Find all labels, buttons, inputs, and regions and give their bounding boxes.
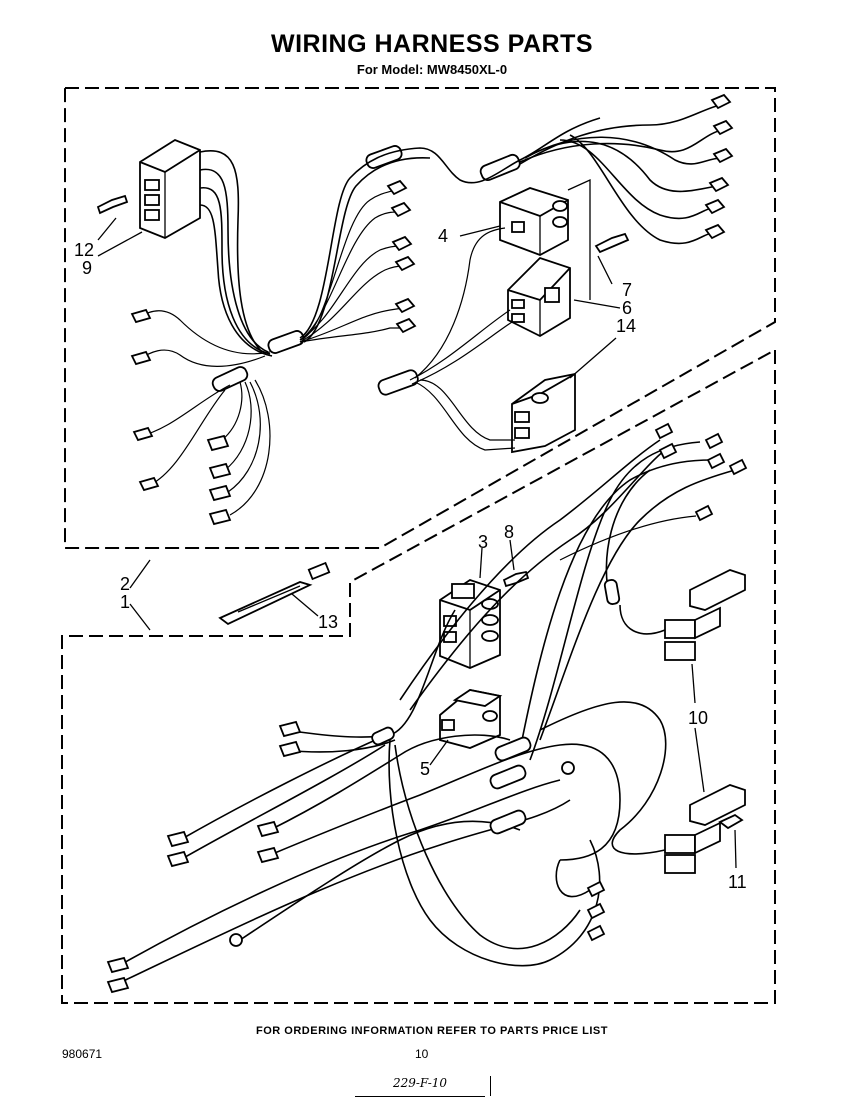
upper-right-terminals bbox=[704, 93, 734, 240]
connector-3 bbox=[439, 579, 501, 669]
page-title: WIRING HARNESS PARTS bbox=[270, 30, 594, 58]
callout-8: 8 bbox=[504, 522, 514, 542]
callout-1: 1 bbox=[120, 592, 130, 612]
connector-10-lower bbox=[664, 784, 746, 874]
callout-13: 13 bbox=[318, 612, 338, 632]
callout-5: 5 bbox=[420, 759, 430, 779]
ordering-note: FOR ORDERING INFORMATION REFER TO PARTS … bbox=[256, 1025, 608, 1037]
callout-2: 2 bbox=[120, 574, 130, 594]
terminal-8 bbox=[502, 570, 530, 588]
terminal-13 bbox=[218, 561, 331, 626]
terminal-12 bbox=[96, 194, 129, 215]
callout-11: 11 bbox=[728, 872, 747, 892]
model-subtitle: For Model: MW8450XL-0 bbox=[356, 62, 508, 77]
callout-6: 6 bbox=[622, 298, 632, 318]
connector-block-9 bbox=[139, 138, 201, 239]
connector-14 bbox=[511, 372, 576, 454]
handwritten-note: 229-F-10 bbox=[355, 1076, 491, 1097]
callout-7: 7 bbox=[622, 280, 632, 300]
connector-5 bbox=[439, 689, 503, 749]
upper-harness-boundary bbox=[64, 87, 776, 549]
connector-4 bbox=[499, 187, 569, 256]
page-number: 10 bbox=[415, 1047, 429, 1061]
callout-14: 14 bbox=[616, 316, 636, 336]
document-number: 980671 bbox=[62, 1047, 103, 1061]
terminal-11 bbox=[718, 813, 744, 830]
callout-4: 4 bbox=[438, 226, 448, 246]
callout-10: 10 bbox=[688, 708, 708, 728]
terminal-7 bbox=[594, 232, 630, 254]
callout-3: 3 bbox=[478, 532, 488, 552]
connector-6 bbox=[507, 256, 571, 338]
connector-10-upper bbox=[664, 569, 746, 661]
callout-9: 9 bbox=[82, 258, 92, 278]
lower-harness-boundary bbox=[61, 349, 776, 1004]
callout-12: 12 bbox=[74, 240, 94, 260]
